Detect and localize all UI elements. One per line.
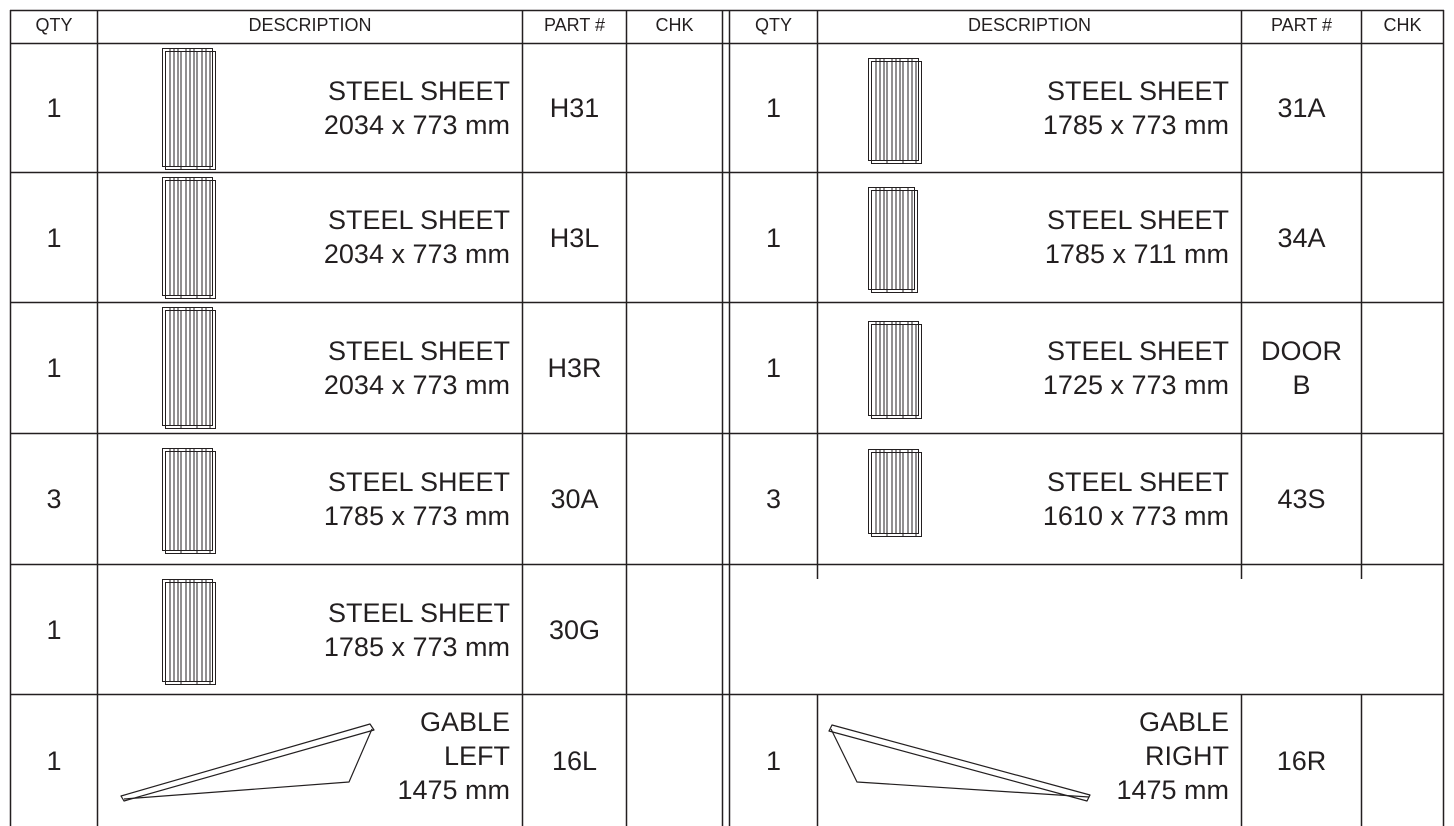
description-name: STEEL SHEET [327,467,510,497]
header-part-left: PART # [543,15,606,35]
description-size: 2034 x 773 mm [323,370,510,400]
table-row-description: STEEL SHEET 1785 x 711 mm [818,173,1241,302]
table-row-part: H3R [547,353,602,383]
description-size: 1475 mm [1116,775,1229,805]
table-row-part: 34A [1277,222,1326,253]
steel-sheet-icon [162,307,216,429]
table-row-part: 16R [1276,745,1327,776]
description-name: STEEL SHEET [1046,76,1229,106]
description-side: LEFT [443,741,510,771]
table-row-description: STEEL SHEET 1610 x 773 mm [818,434,1241,564]
check-box[interactable] [1362,44,1443,172]
header-description-right: DESCRIPTION [967,15,1091,35]
description-size: 1785 x 773 mm [1042,110,1229,140]
table-row-part: 30A [550,484,599,514]
steel-sheet-icon [162,579,216,685]
table-row-qty: 3 [46,484,62,514]
header-chk-left: CHK [655,15,694,35]
table-row-description: STEEL SHEET 2034 x 773 mm [98,44,522,172]
check-box[interactable] [627,303,722,433]
table-row-qty: 1 [46,353,62,383]
check-box[interactable] [627,565,722,694]
steel-sheet-icon [868,187,918,293]
table-row-part: 30G [548,614,601,645]
check-box[interactable] [1362,434,1443,564]
table-row-description: STEEL SHEET 1785 x 773 mm [98,434,522,564]
description-name: GABLE [419,707,510,737]
description-size: 1725 x 773 mm [1042,370,1229,400]
table-row-qty: 1 [46,614,62,645]
description-name: STEEL SHEET [327,205,510,235]
table-row-part: DOOR B [1242,303,1361,433]
description-name: STEEL SHEET [1046,467,1229,497]
steel-sheet-icon [868,321,922,419]
check-box[interactable] [627,44,722,172]
table-row-part: H3L [549,222,600,253]
table-row-part: 43S [1277,484,1326,514]
description-name: STEEL SHEET [327,336,510,366]
description-size: 2034 x 773 mm [323,110,510,140]
table-row-qty: 1 [765,745,782,776]
check-box[interactable] [627,434,722,564]
table-row-qty: 1 [46,745,62,776]
table-row-part: 31A [1277,93,1326,123]
steel-sheet-icon [868,58,922,164]
header-qty-left: QTY [35,15,73,35]
check-box[interactable] [1362,303,1443,433]
part-line-1: DOOR [1261,336,1342,366]
description-name: STEEL SHEET [327,76,510,106]
description-name: GABLE [1138,707,1229,737]
table-row-qty: 1 [46,222,62,253]
description-name: STEEL SHEET [1046,205,1229,235]
steel-sheet-icon [162,448,216,554]
table-row-description: GABLE LEFT 1475 mm [98,695,522,826]
check-box[interactable] [627,173,722,302]
table-row-description: STEEL SHEET 2034 x 773 mm [98,303,522,433]
description-size: 1785 x 773 mm [323,632,510,662]
part-line-2: B [1292,370,1311,400]
check-box[interactable] [1362,173,1443,302]
gable-left-icon [120,723,375,802]
table-row-qty: 3 [765,484,782,514]
table-row-description: STEEL SHEET 1725 x 773 mm [818,303,1241,433]
header-part-right: PART # [1270,15,1333,35]
table-row-description: STEEL SHEET 1785 x 773 mm [818,44,1241,172]
header-qty-right: QTY [754,15,792,35]
table-row-qty: 1 [765,353,782,383]
table-row-part: 16L [551,745,598,776]
description-name: STEEL SHEET [327,598,510,628]
empty-cell [730,565,1443,694]
steel-sheet-icon [162,177,216,299]
check-box[interactable] [1362,695,1443,826]
table-row-qty: 1 [765,93,782,123]
header-chk-right: CHK [1383,15,1422,35]
table-row-description: STEEL SHEET 2034 x 773 mm [98,173,522,302]
steel-sheet-icon [868,449,922,537]
description-size: 1475 mm [397,775,510,805]
table-row-description: STEEL SHEET 1785 x 773 mm [98,565,522,694]
description-side: RIGHT [1145,741,1229,771]
description-size: 1610 x 773 mm [1042,501,1229,531]
table-row-qty: 1 [46,93,62,123]
description-size: 2034 x 773 mm [323,239,510,269]
gable-right-icon [828,724,1091,802]
table-row-qty: 1 [765,222,782,253]
description-size: 1785 x 773 mm [323,501,510,531]
steel-sheet-icon [162,48,216,170]
table-row-part: H31 [549,93,600,123]
table-row-description: GABLE RIGHT 1475 mm [818,695,1241,826]
header-description-left: DESCRIPTION [248,15,372,35]
description-name: STEEL SHEET [1046,336,1229,366]
description-size: 1785 x 711 mm [1044,239,1229,269]
check-box[interactable] [627,695,722,826]
